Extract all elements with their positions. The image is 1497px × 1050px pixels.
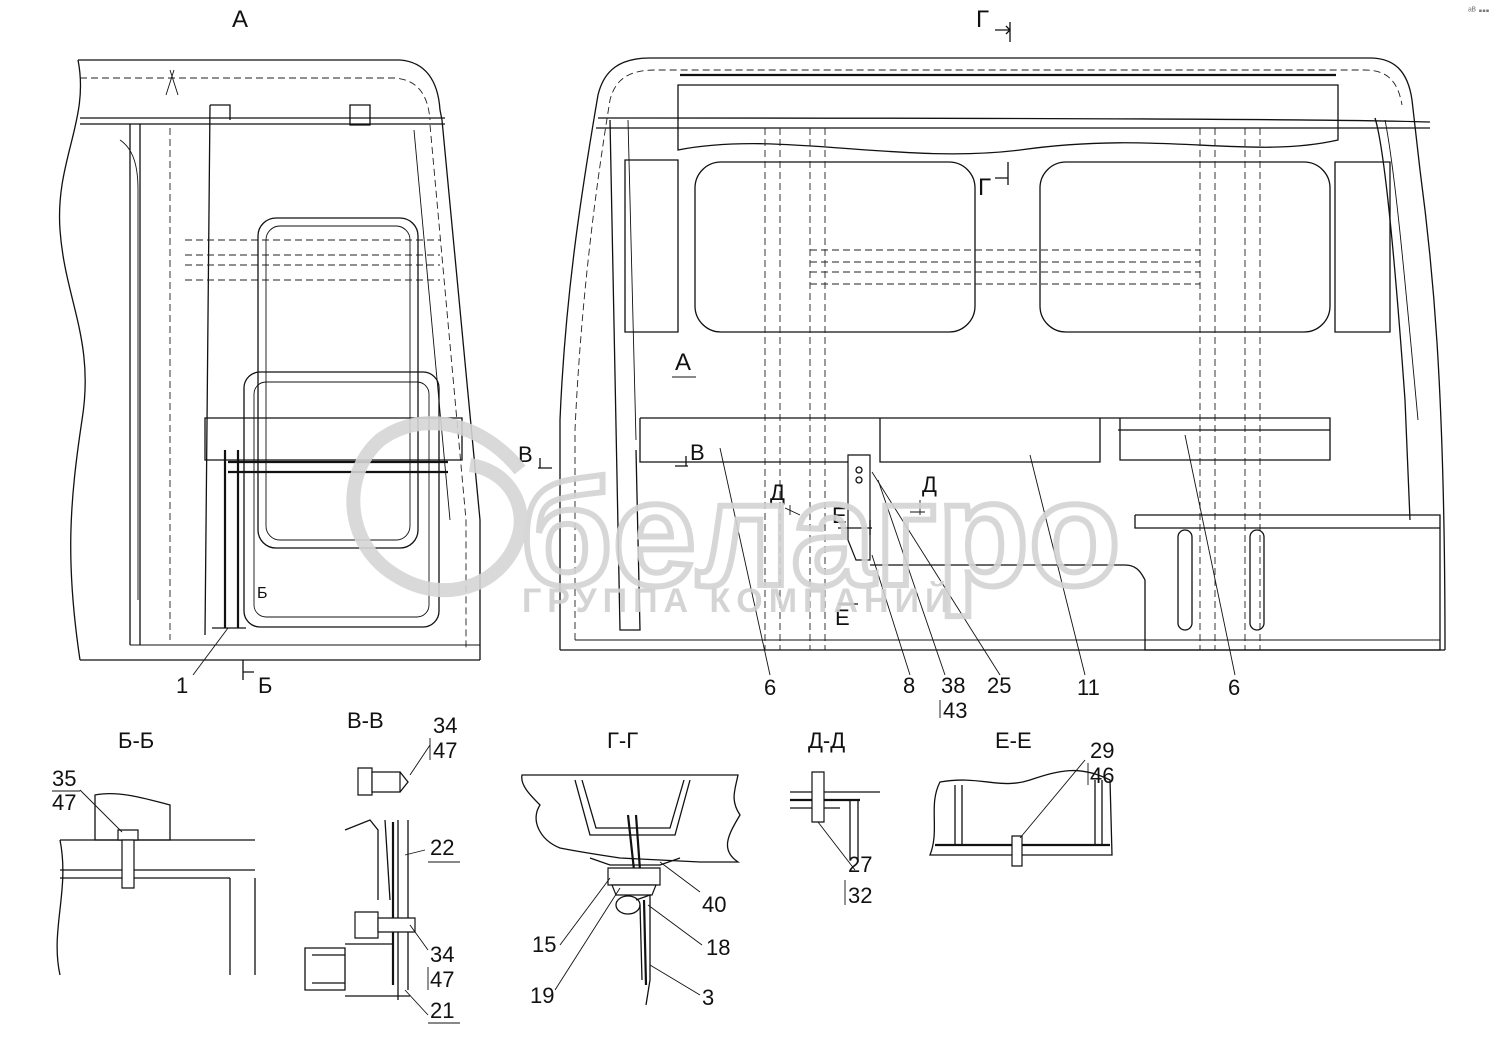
section-dd-title: Д-Д [808,728,845,753]
window-frame [257,217,419,549]
callout-1: 1 [176,673,188,698]
sun-visor [677,84,1339,155]
svg-text:27: 27 [848,852,872,877]
svg-text:47: 47 [430,967,454,992]
bolt-ee [1011,835,1023,867]
lower-window [243,371,440,628]
svg-text:Е: Е [835,605,850,630]
callout-25: 25 [987,673,1011,698]
section-vv: В-В 34 47 22 34 47 21 [304,708,460,1024]
crossbar-beam [639,417,1331,463]
section-ee-title: Е-Е [995,728,1032,753]
svg-text:40: 40 [702,892,726,917]
svg-text:Б: Б [257,585,268,602]
svg-text:3: 3 [702,985,714,1010]
roof-outline [78,59,443,121]
svg-text:В: В [518,442,533,467]
side-outline-right [441,119,481,660]
watermark-logo: белагро ГРУППА КОМПАНИЙ [346,416,1124,620]
svg-text:35: 35 [52,766,76,791]
watermark-subtitle: ГРУППА КОМПАНИЙ [522,581,955,620]
callout-11: 11 [1077,675,1100,700]
section-mark-top: Г [976,6,989,33]
svg-text:Г: Г [978,174,991,201]
svg-text:34: 34 [433,713,457,738]
main-view: Г [518,6,1446,723]
svg-text:22: 22 [430,835,454,860]
svg-text:Д: Д [770,480,785,505]
bracket-8 [847,454,871,561]
section-gg: Г-Г 40 15 18 19 3 [521,728,741,1010]
corner-mark: ᵃᴮ ▪▪▪ [1468,6,1490,17]
svg-text:18: 18 [706,935,730,960]
vent-2 [1249,529,1265,631]
cut-b-label: Б [258,673,272,698]
break-line-left [58,59,86,661]
section-bb-title: Б-Б [118,728,154,753]
svg-text:46: 46 [1090,763,1114,788]
svg-text:32: 32 [848,883,872,908]
bolt-shank [121,839,135,889]
callout-43: 43 [943,698,967,723]
svg-text:19: 19 [530,983,554,1008]
svg-text:47: 47 [433,738,457,763]
section-ee: Е-Е 29 46 [929,728,1114,867]
callout-38: 38 [941,673,965,698]
svg-text:15: 15 [532,932,556,957]
view-a-label: А [232,6,248,33]
svg-text:47: 47 [52,790,76,815]
cross-member [204,417,463,461]
section-dd: Д-Д 27 32 [790,728,880,908]
view-ref-a: А [675,349,691,376]
callout-6a: 6 [764,675,776,700]
watermark-swirl [346,416,528,598]
cab-outline [559,57,1446,651]
section-vv-title: В-В [347,708,384,733]
view-a: А Б [58,6,481,698]
svg-text:В: В [690,440,705,465]
svg-text:Д: Д [922,472,937,497]
bolt-head [117,829,139,841]
panel-section [521,774,741,863]
svg-text:29: 29 [1090,738,1114,763]
callout-8: 8 [903,673,915,698]
section-bb: Б-Б 35 47 [52,728,256,976]
svg-text:34: 34 [430,942,454,967]
vent-1 [1177,529,1193,631]
svg-text:21: 21 [430,998,454,1023]
watermark-brand: белагро [520,449,1121,617]
rear-window-right [1039,161,1331,333]
bracket-1 [223,450,240,628]
callout-6b: 6 [1228,675,1240,700]
svg-text:Е: Е [832,503,847,528]
section-gg-title: Г-Г [607,728,638,753]
rear-window-left [694,161,976,333]
bolt-dd [811,771,825,823]
